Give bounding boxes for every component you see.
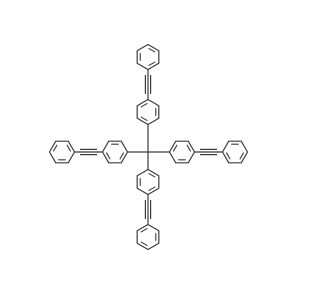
- up-terminal-phenyl-ring-double-bond-2: [148, 47, 156, 53]
- right-inner-phenylene-ring-double-bond-2: [172, 144, 178, 152]
- right-terminal-phenyl-ring: [221, 140, 249, 164]
- arm-right-phenylethynylphenyl: [147, 140, 249, 164]
- left-inner-phenylene-ring-double-bond-1: [119, 152, 125, 160]
- left-terminal-phenyl-ring: [48, 140, 76, 164]
- right-inner-phenylene-ring-double-bond-3: [186, 144, 192, 152]
- down-inner-phenylene-ring-double-bond-3: [148, 186, 156, 192]
- right-terminal-phenyl-ring-double-bond-2: [225, 152, 231, 160]
- arm-left-phenylethynylphenyl: [48, 140, 149, 164]
- left-inner-phenylene-ring-double-bond-2: [105, 152, 111, 160]
- right-terminal-phenyl-ring-double-bond-1: [239, 152, 245, 160]
- arm-up-phenylethynylphenyl: [136, 43, 160, 153]
- up-terminal-phenyl-ring-double-bond-3: [148, 61, 156, 67]
- arm-down-phenylethynylphenyl: [136, 151, 160, 251]
- up-terminal-phenyl-ring: [136, 43, 160, 71]
- left-terminal-phenyl-ring-double-bond-3: [66, 144, 72, 152]
- down-inner-phenylene-ring-double-bond-2: [148, 172, 156, 178]
- molecule-diagram: [48, 43, 249, 251]
- down-terminal-phenyl-ring: [136, 223, 160, 251]
- molecule-svg: [48, 43, 249, 251]
- left-terminal-phenyl-ring-double-bond-2: [52, 144, 58, 152]
- down-terminal-phenyl-ring-double-bond-2: [140, 227, 148, 233]
- up-inner-phenylene-ring-double-bond-1: [140, 116, 148, 122]
- up-inner-phenylene-ring-double-bond-2: [140, 102, 148, 108]
- down-terminal-phenyl-ring-double-bond-1: [140, 241, 148, 247]
